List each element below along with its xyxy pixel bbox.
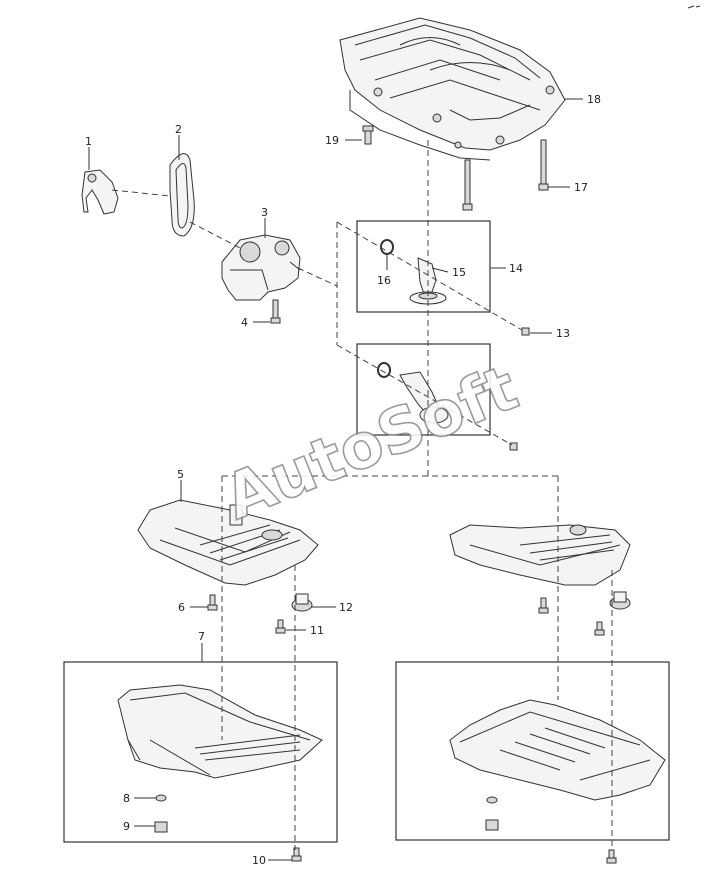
callout-15: 15	[452, 266, 466, 279]
bolt-right-b[interactable]	[594, 621, 605, 636]
watermark-text: AutoSoft	[214, 351, 527, 534]
lower-oil-pan-alt[interactable]	[449, 699, 666, 801]
corner-mark	[687, 5, 701, 9]
callout-14: 14	[509, 262, 523, 275]
lower-oil-pan-7[interactable]	[117, 684, 323, 779]
callout-3: 3	[261, 206, 268, 219]
bolt-11[interactable]	[275, 619, 286, 634]
oil-pickup-15[interactable]	[409, 257, 447, 305]
bolt-6[interactable]	[207, 594, 218, 611]
bolt-13[interactable]	[521, 327, 530, 336]
callout-labels: 1 2 3 4 5 6 7 8 9 10 11 12 13 14 15 16 1…	[85, 93, 601, 867]
bolt-17[interactable]	[538, 139, 549, 191]
bolt-4[interactable]	[270, 299, 281, 324]
callout-7: 7	[198, 630, 205, 643]
kit-box-14	[356, 220, 491, 313]
callout-19: 19	[325, 134, 339, 147]
oil-pickup-alt[interactable]	[399, 371, 449, 424]
assembly-lines	[111, 140, 613, 850]
kit-box-alt	[356, 343, 491, 436]
bolt-upper-pan[interactable]	[462, 159, 473, 211]
drain-plug-alt[interactable]	[485, 819, 499, 831]
oil-pump-3[interactable]	[221, 234, 301, 301]
o-ring-alt[interactable]	[377, 362, 391, 378]
oil-pan-box-alt	[395, 661, 670, 841]
callout-6: 6	[178, 601, 185, 614]
bolt-19[interactable]	[362, 125, 374, 145]
callout-18: 18	[587, 93, 601, 106]
baffle-plate-5[interactable]	[137, 499, 319, 586]
oil-pan-box-7	[63, 661, 338, 843]
callout-4: 4	[241, 316, 248, 329]
callout-2: 2	[175, 123, 182, 136]
nut-12[interactable]	[291, 593, 313, 612]
chain-guide-1[interactable]	[81, 169, 119, 215]
callout-10: 10	[252, 854, 266, 867]
bolt-10[interactable]	[291, 847, 302, 862]
callout-1: 1	[85, 135, 92, 148]
leader-lines	[88, 98, 583, 861]
callout-13: 13	[556, 327, 570, 340]
callout-11: 11	[310, 624, 324, 637]
callout-9: 9	[123, 820, 130, 833]
nut-right[interactable]	[609, 591, 631, 610]
timing-chain-2[interactable]	[169, 153, 195, 237]
callout-5: 5	[177, 468, 184, 481]
callout-16: 16	[377, 274, 391, 287]
baffle-plate-alt[interactable]	[449, 524, 631, 586]
o-ring-16[interactable]	[380, 239, 394, 255]
washer-8[interactable]	[155, 794, 167, 802]
callout-8: 8	[123, 792, 130, 805]
callout-17: 17	[574, 181, 588, 194]
bolt-pan-alt[interactable]	[606, 849, 617, 864]
bolt-right-a[interactable]	[538, 597, 549, 614]
bolt-pickup-alt[interactable]	[509, 442, 518, 451]
drain-plug-9[interactable]	[154, 821, 168, 833]
washer-alt[interactable]	[486, 796, 498, 804]
callout-12: 12	[339, 601, 353, 614]
upper-oil-pan-18[interactable]	[339, 17, 566, 161]
